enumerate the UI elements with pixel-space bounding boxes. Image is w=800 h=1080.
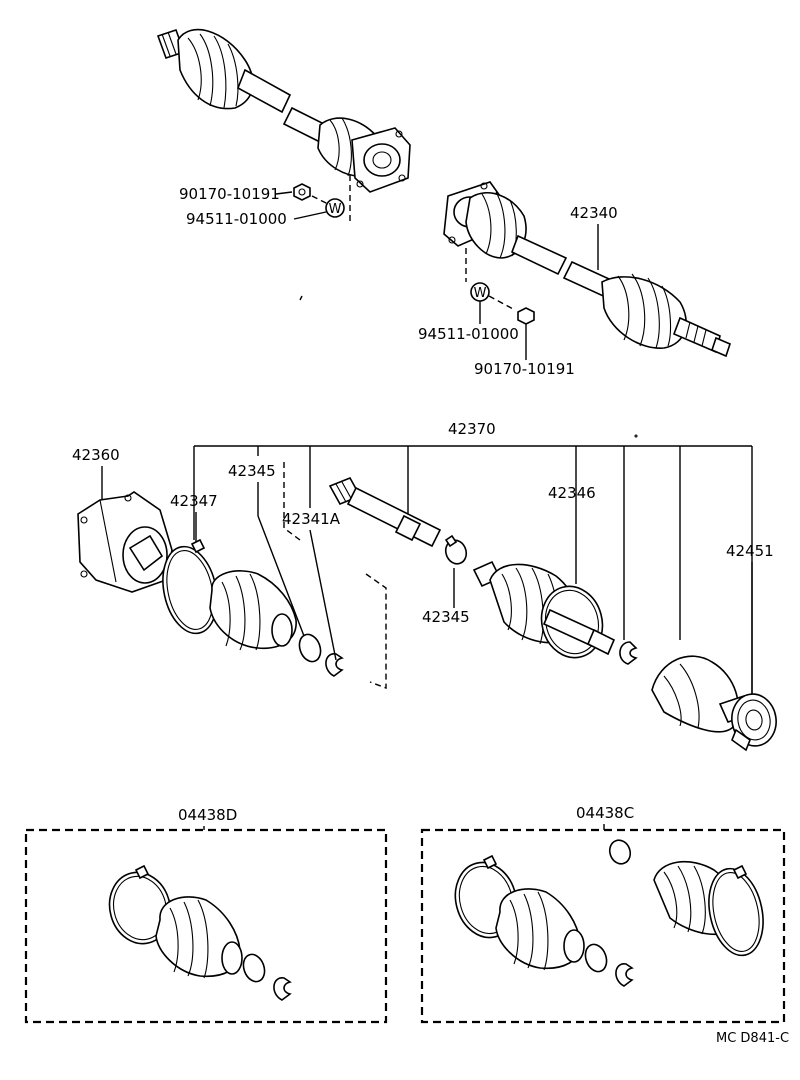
axle-assembly-right [443, 181, 731, 358]
boot-left [209, 570, 297, 651]
snap-ring-42345-left [298, 633, 344, 677]
label-dust-boot: 42451 [726, 542, 774, 560]
label-joint-set: 42370 [448, 420, 496, 438]
axle-assembly-top-left [156, 28, 411, 222]
label-housing: 42360 [72, 446, 120, 464]
label-kit-d: 04438D [178, 806, 237, 824]
label-nut-top: 90170-10191 [179, 185, 280, 203]
kit-04438D-parts [108, 864, 292, 1001]
kit-04438D-box [24, 828, 388, 1024]
boot-42346 [472, 560, 616, 659]
washer-right: W [470, 282, 490, 302]
nut-right [517, 307, 535, 325]
label-nut-right: 90170-10191 [474, 360, 575, 378]
dust-boot-42451 [651, 655, 777, 752]
snap-ring-right [619, 641, 638, 665]
label-boot-inner: 42346 [548, 484, 596, 502]
label-washer-right: 94511-01000 [418, 325, 519, 343]
washer-top-mark: W [329, 202, 342, 217]
label-snap-ring-left: 42345 [228, 462, 276, 480]
clamp-42347 [162, 538, 218, 635]
washer-top: W [325, 198, 345, 218]
reference-code: MC D841-C [716, 1031, 789, 1046]
label-snap-ring-mid: 42345 [422, 608, 470, 626]
label-kit-c: 04438C [576, 804, 634, 822]
label-washer-top: 94511-01000 [186, 210, 287, 228]
kit-04438C-box [420, 828, 786, 1024]
label-clamp-left: 42347 [170, 492, 218, 510]
label-shaft: 42341A [282, 510, 341, 528]
snap-ring-42345-mid [444, 534, 468, 565]
washer-right-mark: W [474, 286, 487, 301]
shaft-42341A [328, 476, 442, 548]
nut-top [293, 183, 311, 201]
housing-42360 [77, 491, 173, 593]
kit-04438C-parts [454, 839, 764, 987]
label-shaft-assy: 42340 [570, 204, 618, 222]
